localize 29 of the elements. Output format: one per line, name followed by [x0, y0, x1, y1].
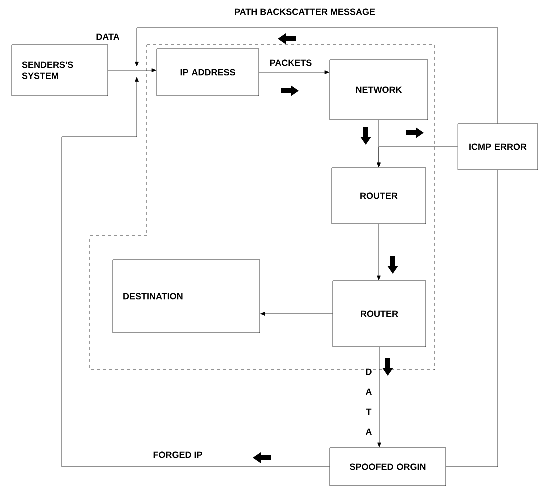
direction-arrow: [382, 358, 394, 376]
arrow: [377, 146, 458, 168]
arrow: [378, 347, 382, 448]
process-box: IP ADDRESS: [156, 48, 260, 96]
edge-label: PACKETS: [270, 60, 312, 66]
process-box: SENDERS'S SYSTEM: [12, 44, 108, 96]
arrow: [377, 224, 381, 280]
arrow: [108, 68, 156, 72]
process-box: SPOOFED ORGIN: [330, 448, 446, 486]
direction-arrow: [406, 128, 424, 138]
edge-label: D A T A: [366, 368, 372, 436]
arrow: [260, 312, 333, 316]
process-box: NETWORK: [330, 60, 428, 120]
edge-label: PATH BACKSCATTER MESSAGE: [235, 8, 376, 16]
connector-line: [446, 170, 498, 468]
process-box: DESTINATION: [112, 260, 260, 334]
direction-arrow: [360, 127, 372, 145]
process-box: ICMP ERROR: [458, 124, 538, 170]
arrow: [259, 70, 330, 74]
direction-arrow: [278, 34, 296, 44]
direction-arrow: [281, 86, 299, 96]
direction-arrow: [388, 256, 398, 274]
direction-arrow: [253, 452, 271, 464]
edge-label: FORGED IP: [154, 452, 202, 458]
edge-label: DATA: [96, 34, 120, 40]
process-box: ROUTER: [332, 168, 426, 224]
process-box: ROUTER: [332, 280, 426, 348]
arrow: [62, 77, 330, 468]
arrow: [135, 28, 498, 124]
